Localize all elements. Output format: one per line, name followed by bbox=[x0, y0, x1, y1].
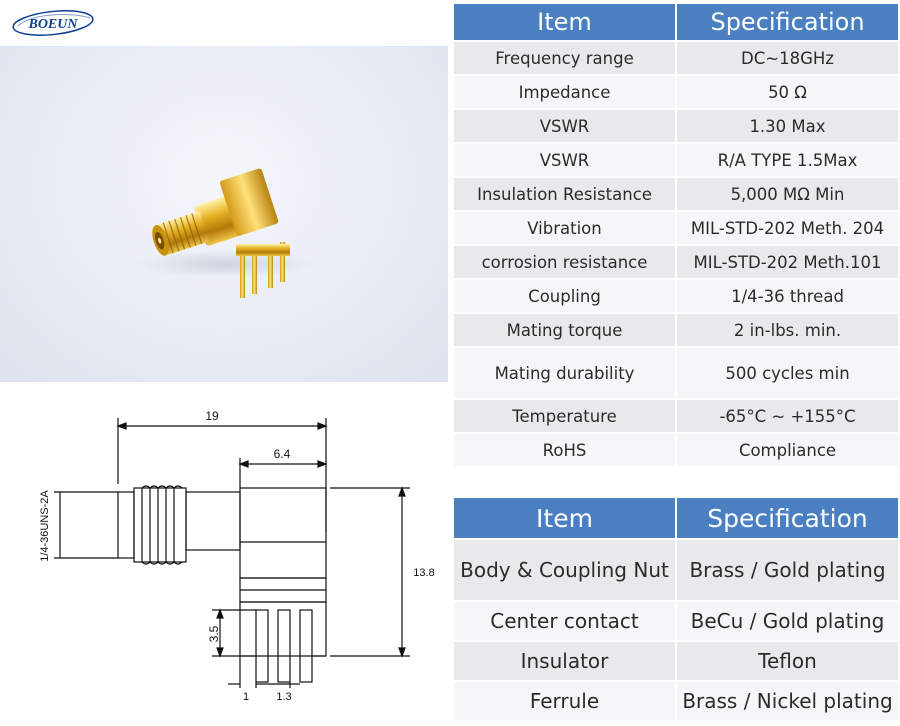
row-value: MIL-STD-202 Meth.101 bbox=[677, 246, 898, 278]
row-value: DC~18GHz bbox=[677, 42, 898, 74]
row-item: Body & Coupling Nut bbox=[454, 540, 675, 600]
row-value: 50 Ω bbox=[677, 76, 898, 108]
row-item: Ferrule bbox=[454, 682, 675, 720]
row-item: Temperature bbox=[454, 400, 675, 432]
row-value: 1.30 Max bbox=[677, 110, 898, 142]
row-value: 5,000 MΩ Min bbox=[677, 178, 898, 210]
dim-overall-length: 19 bbox=[205, 409, 219, 423]
table-row: Frequency range DC~18GHz bbox=[454, 42, 898, 74]
row-item: Frequency range bbox=[454, 42, 675, 74]
dim-pin-length: 3.5 bbox=[207, 625, 221, 642]
table-row: corrosion resistance MIL-STD-202 Meth.10… bbox=[454, 246, 898, 278]
row-item: Center contact bbox=[454, 602, 675, 640]
row-item: Insulator bbox=[454, 642, 675, 680]
boeun-logo: BOEUN bbox=[12, 10, 94, 36]
row-item: corrosion resistance bbox=[454, 246, 675, 278]
product-photo bbox=[0, 46, 448, 382]
row-item: Coupling bbox=[454, 280, 675, 312]
header-item: Item bbox=[454, 498, 675, 538]
table-header-row: Item Specification bbox=[454, 4, 898, 40]
row-value: Brass / Gold plating bbox=[677, 540, 898, 600]
header-specification: Specification bbox=[677, 4, 898, 40]
row-value: -65°C ~ +155°C bbox=[677, 400, 898, 432]
row-item: RoHS bbox=[454, 434, 675, 466]
row-value: Teflon bbox=[677, 642, 898, 680]
table-row: Center contact BeCu / Gold plating bbox=[454, 602, 898, 640]
row-value: BeCu / Gold plating bbox=[677, 602, 898, 640]
row-item: Insulation Resistance bbox=[454, 178, 675, 210]
dim-height: 13.8 bbox=[413, 567, 434, 579]
table-row: Body & Coupling Nut Brass / Gold plating bbox=[454, 540, 898, 600]
table-row: Ferrule Brass / Nickel plating bbox=[454, 682, 898, 720]
table-row: Temperature -65°C ~ +155°C bbox=[454, 400, 898, 432]
table-row: VSWR R/A TYPE 1.5Max bbox=[454, 144, 898, 176]
table-row: Coupling 1/4-36 thread bbox=[454, 280, 898, 312]
dim-pin-pitch: 1.3 bbox=[276, 691, 291, 703]
row-item: Impedance bbox=[454, 76, 675, 108]
table-row: Mating durability 500 cycles min bbox=[454, 348, 898, 398]
row-value: Brass / Nickel plating bbox=[677, 682, 898, 720]
dim-pin-width: 1 bbox=[243, 691, 249, 703]
row-value: 1/4-36 thread bbox=[677, 280, 898, 312]
specification-table: Item Specification Frequency range DC~18… bbox=[452, 2, 900, 468]
row-item: Mating torque bbox=[454, 314, 675, 346]
sma-connector-image bbox=[135, 168, 315, 298]
table-row: Insulation Resistance 5,000 MΩ Min bbox=[454, 178, 898, 210]
row-value: Compliance bbox=[677, 434, 898, 466]
material-table: Item Specification Body & Coupling Nut B… bbox=[452, 496, 900, 722]
table-row: Mating torque 2 in-lbs. min. bbox=[454, 314, 898, 346]
row-value: R/A TYPE 1.5Max bbox=[677, 144, 898, 176]
row-item: Mating durability bbox=[454, 348, 675, 398]
table-row: Insulator Teflon bbox=[454, 642, 898, 680]
row-item: Vibration bbox=[454, 212, 675, 244]
header-specification: Specification bbox=[677, 498, 898, 538]
table-row: RoHS Compliance bbox=[454, 434, 898, 466]
dimension-drawing: 19 6.4 13.8 3.5 1 1.3 1/4-36UNS-2A bbox=[39, 409, 435, 703]
row-item: VSWR bbox=[454, 144, 675, 176]
row-value: 500 cycles min bbox=[677, 348, 898, 398]
header-item: Item bbox=[454, 4, 675, 40]
dim-body-length: 6.4 bbox=[274, 447, 291, 461]
table-row: Impedance 50 Ω bbox=[454, 76, 898, 108]
table-row: VSWR 1.30 Max bbox=[454, 110, 898, 142]
row-item: VSWR bbox=[454, 110, 675, 142]
row-value: 2 in-lbs. min. bbox=[677, 314, 898, 346]
table-header-row: Item Specification bbox=[454, 498, 898, 538]
logo-text: BOEUN bbox=[27, 17, 78, 32]
thread-label: 1/4-36UNS-2A bbox=[39, 490, 51, 562]
row-value: MIL-STD-202 Meth. 204 bbox=[677, 212, 898, 244]
table-row: Vibration MIL-STD-202 Meth. 204 bbox=[454, 212, 898, 244]
